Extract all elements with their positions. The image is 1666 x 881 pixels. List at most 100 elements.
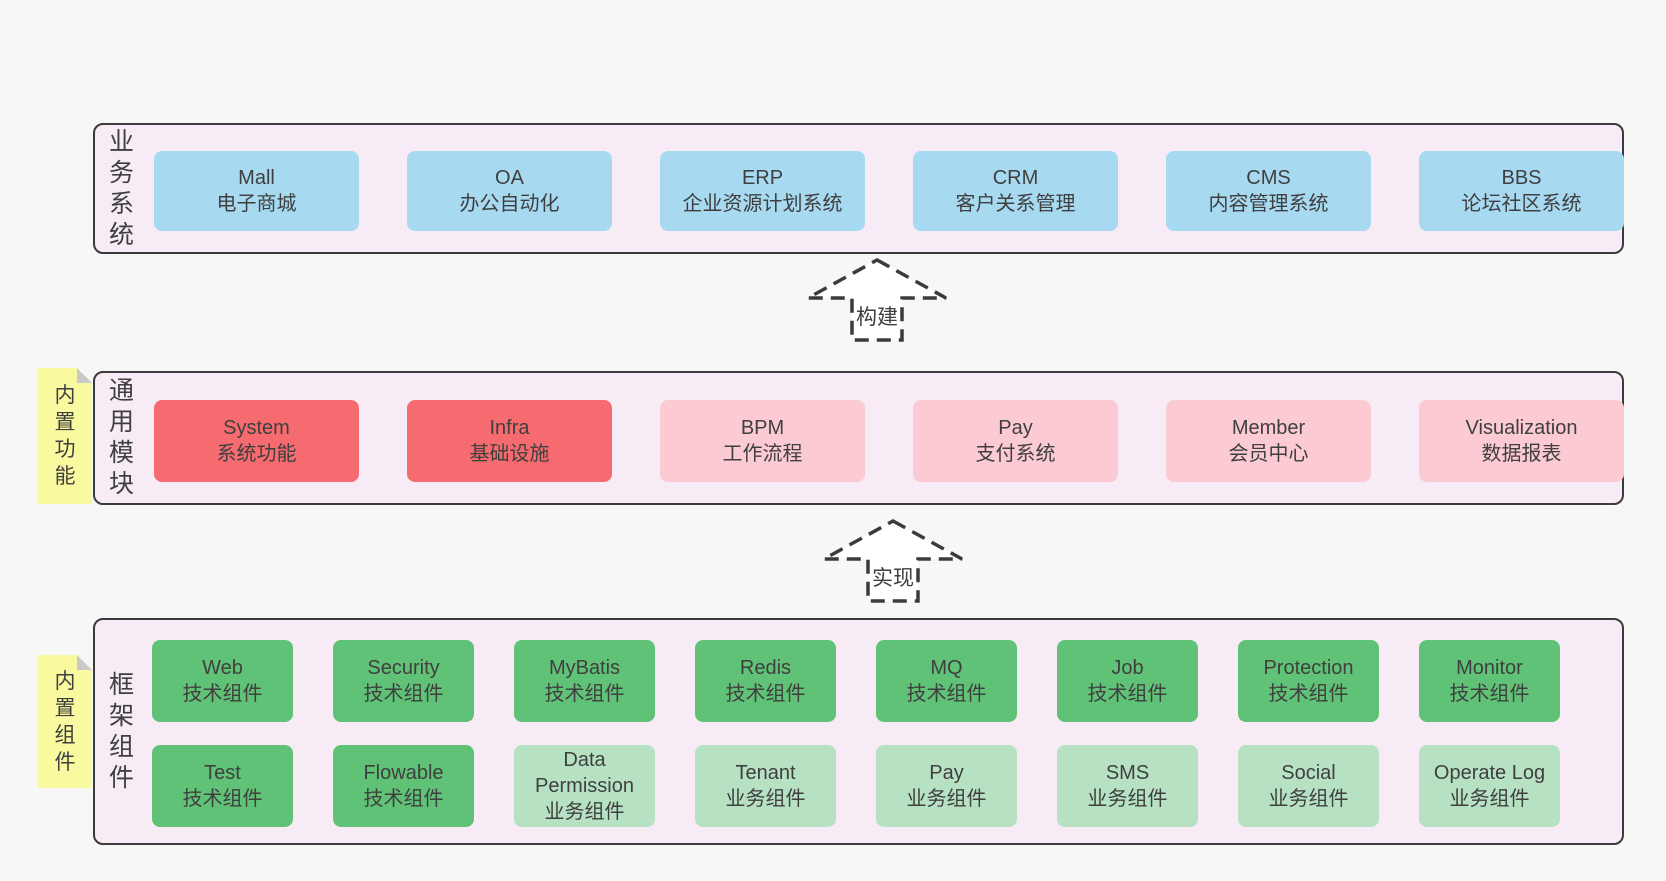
box-title: Tenant: [735, 762, 796, 784]
box-subtitle: 技术组件: [182, 788, 263, 810]
box-subtitle: 技术组件: [363, 683, 444, 705]
box-subtitle: 技术组件: [363, 788, 444, 810]
box-title: Flowable: [363, 762, 444, 784]
box-visualization: Visualization 数据报表: [1419, 400, 1624, 482]
box-title: CRM: [992, 167, 1039, 189]
box-social: Social 业务组件: [1238, 745, 1379, 827]
box-bpm: BPM 工作流程: [660, 400, 865, 482]
box-infra: Infra 基础设施: [407, 400, 612, 482]
box-subtitle: 业务组件: [1087, 788, 1168, 810]
box-title: Operate Log: [1433, 762, 1546, 784]
box-subtitle: 办公自动化: [459, 193, 560, 215]
box-title: Member: [1231, 417, 1306, 439]
band-label-framework-components: 框架组件: [108, 670, 134, 792]
box-mybatis: MyBatis 技术组件: [514, 640, 655, 722]
box-title: Protection: [1263, 657, 1354, 679]
box-data-permission: Data Permission 业务组件: [514, 745, 655, 827]
box-title: ERP: [741, 167, 784, 189]
box-flowable: Flowable 技术组件: [333, 745, 474, 827]
sticky-fold-icon: [77, 655, 92, 670]
box-title: BPM: [740, 417, 785, 439]
band-label-common-modules: 通用模块: [108, 377, 134, 498]
box-monitor: Monitor 技术组件: [1419, 640, 1560, 722]
box-subtitle: 内容管理系统: [1208, 193, 1329, 215]
box-crm: CRM 客户关系管理: [913, 151, 1118, 231]
box-subtitle: 基础设施: [469, 443, 550, 465]
box-system: System 系统功能: [154, 400, 359, 482]
box-mq: MQ 技术组件: [876, 640, 1017, 722]
band-common-modules: 通用模块 System 系统功能 Infra 基础设施 BPM 工作流程 Pay…: [93, 371, 1624, 505]
sticky-note-built-in-features: 内置功能: [38, 368, 92, 504]
box-subtitle: 支付系统: [975, 443, 1056, 465]
box-subtitle: 技术组件: [906, 683, 987, 705]
box-subtitle: 业务组件: [725, 788, 806, 810]
box-subtitle: 电子商城: [216, 193, 297, 215]
box-oa: OA 办公自动化: [407, 151, 612, 231]
box-subtitle: 企业资源计划系统: [682, 193, 843, 215]
box-security: Security 技术组件: [333, 640, 474, 722]
box-subtitle: 技术组件: [544, 683, 625, 705]
box-subtitle: 系统功能: [216, 443, 297, 465]
box-test: Test 技术组件: [152, 745, 293, 827]
box-subtitle: 技术组件: [1449, 683, 1530, 705]
box-title: CMS: [1246, 167, 1291, 189]
box-subtitle: 技术组件: [1268, 683, 1349, 705]
box-title: SMS: [1105, 762, 1150, 784]
box-title: Web: [202, 657, 243, 679]
box-title: Monitor: [1456, 657, 1523, 679]
box-subtitle: 业务组件: [1449, 788, 1530, 810]
box-title: Visualization: [1465, 417, 1578, 439]
arrow-build: 构建: [806, 258, 948, 342]
box-subtitle: 技术组件: [182, 683, 263, 705]
box-pay-system: Pay 支付系统: [913, 400, 1118, 482]
box-subtitle: 技术组件: [725, 683, 806, 705]
box-web: Web 技术组件: [152, 640, 293, 722]
box-cms: CMS 内容管理系统: [1166, 151, 1371, 231]
box-erp: ERP 企业资源计划系统: [660, 151, 865, 231]
box-subtitle: 业务组件: [906, 788, 987, 810]
box-subtitle: 数据报表: [1481, 443, 1562, 465]
box-title: OA: [495, 167, 524, 189]
box-subtitle: 论坛社区系统: [1461, 193, 1582, 215]
box-protection: Protection 技术组件: [1238, 640, 1379, 722]
box-pay-component: Pay 业务组件: [876, 745, 1017, 827]
arrow-implement-label: 实现: [870, 562, 916, 592]
box-mall: Mall 电子商城: [154, 151, 359, 231]
box-member: Member 会员中心: [1166, 400, 1371, 482]
box-redis: Redis 技术组件: [695, 640, 836, 722]
box-title: MQ: [930, 657, 963, 679]
arrow-build-label: 构建: [854, 301, 900, 331]
box-subtitle: 业务组件: [1268, 788, 1349, 810]
box-title: Mall: [238, 167, 275, 189]
box-title: Job: [1111, 657, 1144, 679]
box-tenant: Tenant 业务组件: [695, 745, 836, 827]
band-label-business-systems: 业务系统: [108, 127, 134, 249]
box-title: Infra: [489, 417, 530, 439]
box-title: Pay: [929, 762, 964, 784]
box-title: Pay: [998, 417, 1033, 439]
box-subtitle: 客户关系管理: [955, 193, 1076, 215]
sticky-fold-icon: [77, 368, 92, 383]
box-title: MyBatis: [548, 657, 621, 679]
band-framework-components: 框架组件 Web 技术组件 Security 技术组件 MyBatis 技术组件…: [93, 618, 1624, 845]
up-arrow-icon: [823, 519, 963, 603]
sticky-note-built-in-components: 内置组件: [38, 655, 92, 788]
box-title: Security: [367, 657, 440, 679]
box-title: Test: [204, 762, 241, 784]
box-subtitle: 工作流程: [722, 443, 803, 465]
box-subtitle: 技术组件: [1087, 683, 1168, 705]
box-title: Social: [1281, 762, 1336, 784]
box-title: BBS: [1501, 167, 1542, 189]
sticky-note-text: 内置功能: [54, 384, 76, 488]
box-bbs: BBS 论坛社区系统: [1419, 151, 1624, 231]
sticky-note-text: 内置组件: [54, 669, 76, 774]
up-arrow-icon: [807, 258, 947, 342]
arrow-implement: 实现: [822, 519, 964, 603]
box-job: Job 技术组件: [1057, 640, 1198, 722]
box-subtitle: 会员中心: [1228, 443, 1309, 465]
box-title: System: [223, 417, 290, 439]
box-operate-log: Operate Log 业务组件: [1419, 745, 1560, 827]
box-subtitle: 业务组件: [544, 801, 625, 823]
box-title: Data Permission: [535, 749, 634, 797]
